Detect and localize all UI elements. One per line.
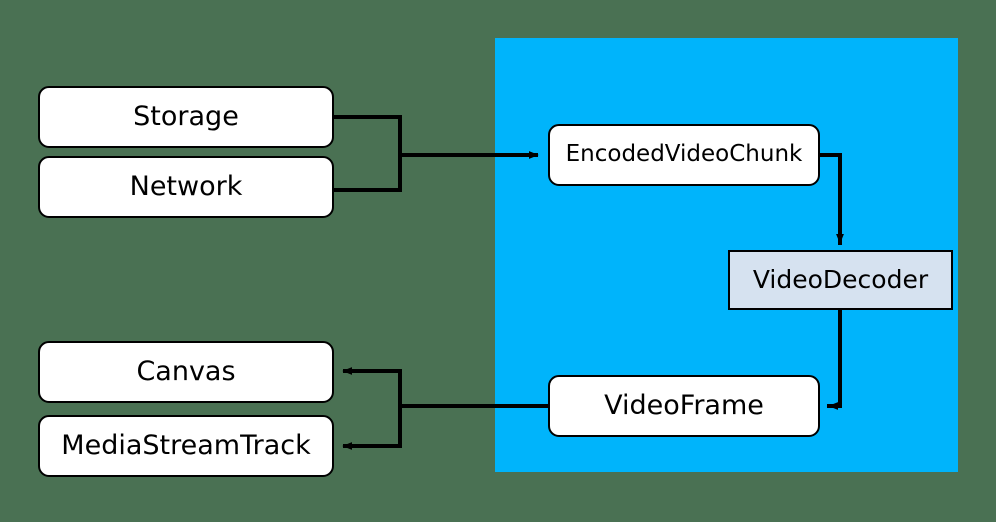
node-videoframe[interactable]: VideoFrame xyxy=(548,375,820,437)
edge-storage-to-encodedvideochunk xyxy=(332,115,402,157)
node-encodedvideochunk[interactable]: EncodedVideoChunk xyxy=(548,124,820,186)
node-mediastreamtrack-label: MediaStreamTrack xyxy=(61,430,311,462)
node-videoframe-label: VideoFrame xyxy=(604,390,764,422)
edge-videodecoder-to-videoframe xyxy=(827,308,842,410)
node-storage[interactable]: Storage xyxy=(38,86,334,148)
edge-network-to-encodedvideochunk xyxy=(332,153,402,192)
node-videodecoder-label: VideoDecoder xyxy=(752,265,929,295)
node-mediastreamtrack[interactable]: MediaStreamTrack xyxy=(38,415,334,477)
node-network[interactable]: Network xyxy=(38,156,334,218)
edge-videoframe-to-sinks-trunk xyxy=(398,369,550,448)
node-encodedvideochunk-label: EncodedVideoChunk xyxy=(565,141,803,168)
edge-encodedvideochunk-to-videodecoder xyxy=(818,153,844,245)
node-storage-label: Storage xyxy=(133,101,239,133)
node-network-label: Network xyxy=(129,171,243,203)
node-videodecoder[interactable]: VideoDecoder xyxy=(728,250,953,310)
node-canvas[interactable]: Canvas xyxy=(38,341,334,403)
node-canvas-label: Canvas xyxy=(136,356,236,388)
